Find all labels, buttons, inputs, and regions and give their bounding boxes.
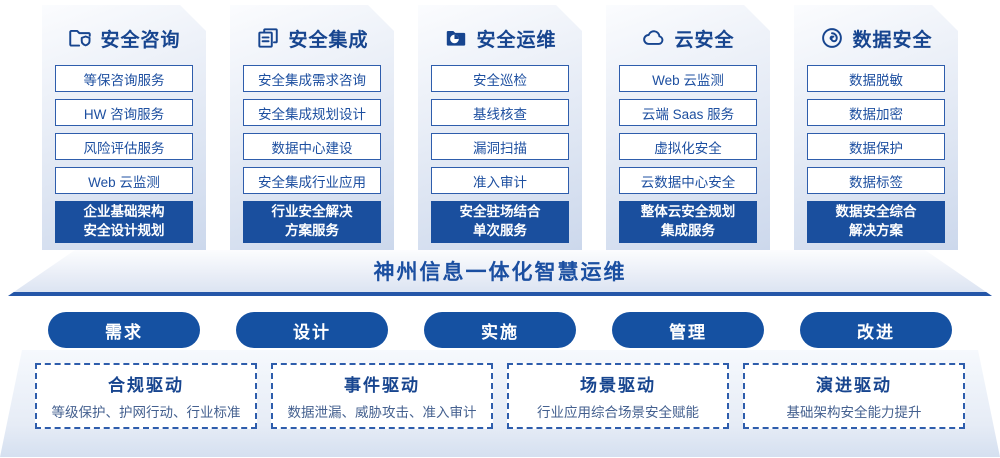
banner-title: 神州信息一体化智慧运维 [373, 261, 627, 284]
service-item: 数据标签 [807, 167, 945, 194]
service-item: 漏洞扫描 [431, 133, 569, 160]
folder-pie-icon [443, 25, 469, 51]
column-security-integration: 安全集成 安全集成需求咨询 安全集成规划设计 数据中心建设 安全集成行业应用 行… [230, 5, 394, 250]
column-header: 数据安全 [807, 22, 945, 54]
column-title: 数据安全 [852, 29, 933, 51]
service-item: 云端 Saas 服务 [619, 99, 757, 126]
service-item: Web 云监测 [55, 167, 193, 194]
service-item: 安全集成行业应用 [243, 167, 381, 194]
banner-bottom-edge [8, 292, 992, 296]
driver-desc: 行业应用综合场景安全赋能 [537, 405, 699, 420]
column-highlight: 企业基础架构 安全设计规划 [55, 201, 193, 243]
platform-banner: 神州信息一体化智慧运维 [8, 250, 992, 296]
column-data-security: 数据安全 数据脱敏 数据加密 数据保护 数据标签 数据安全综合 解决方案 [794, 5, 958, 250]
column-header: 安全运维 [431, 22, 569, 54]
column-header: 安全集成 [243, 22, 381, 54]
column-header: 安全咨询 [55, 22, 193, 54]
service-item: 安全集成规划设计 [243, 99, 381, 126]
process-step-design: 设计 [236, 312, 388, 348]
fingerprint-icon [819, 25, 845, 51]
documents-icon [255, 25, 281, 51]
service-item: 数据中心建设 [243, 133, 381, 160]
service-item: 云数据中心安全 [619, 167, 757, 194]
column-title: 云安全 [674, 29, 735, 51]
service-item: 基线核查 [431, 99, 569, 126]
folder-shield-icon [67, 25, 93, 51]
service-item: 数据保护 [807, 133, 945, 160]
service-item: 数据脱敏 [807, 65, 945, 92]
service-item: 等保咨询服务 [55, 65, 193, 92]
driver-scenario: 场景驱动 行业应用综合场景安全赋能 [507, 363, 729, 429]
driver-desc: 基础架构安全能力提升 [786, 405, 922, 420]
driver-boxes: 合规驱动 等级保护、护网行动、行业标准 事件驱动 数据泄漏、威胁攻击、准入审计 … [35, 363, 965, 429]
service-item: 安全集成需求咨询 [243, 65, 381, 92]
service-item: 数据加密 [807, 99, 945, 126]
column-title: 安全集成 [288, 29, 369, 51]
process-step-implementation: 实施 [424, 312, 576, 348]
driver-compliance: 合规驱动 等级保护、护网行动、行业标准 [35, 363, 257, 429]
driver-desc: 等级保护、护网行动、行业标准 [51, 405, 241, 420]
cloud-icon [641, 25, 667, 51]
process-steps: 需求 设计 实施 管理 改进 [48, 312, 952, 348]
column-highlight: 数据安全综合 解决方案 [807, 201, 945, 243]
driver-evolution: 演进驱动 基础架构安全能力提升 [743, 363, 965, 429]
service-item: Web 云监测 [619, 65, 757, 92]
service-item: 安全巡检 [431, 65, 569, 92]
column-title: 安全运维 [476, 29, 557, 51]
driver-title: 演进驱动 [816, 376, 892, 395]
driver-desc: 数据泄漏、威胁攻击、准入审计 [287, 405, 477, 420]
column-security-operations: 安全运维 安全巡检 基线核查 漏洞扫描 准入审计 安全驻场结合 单次服务 [418, 5, 582, 250]
service-item: 风险评估服务 [55, 133, 193, 160]
driver-incident: 事件驱动 数据泄漏、威胁攻击、准入审计 [271, 363, 493, 429]
driver-title: 场景驱动 [580, 376, 656, 395]
driver-title: 合规驱动 [108, 376, 184, 395]
column-highlight: 安全驻场结合 单次服务 [431, 201, 569, 243]
column-security-consulting: 安全咨询 等保咨询服务 HW 咨询服务 风险评估服务 Web 云监测 企业基础架… [42, 5, 206, 250]
column-cloud-security: 云安全 Web 云监测 云端 Saas 服务 虚拟化安全 云数据中心安全 整体云… [606, 5, 770, 250]
service-item: 准入审计 [431, 167, 569, 194]
service-item: HW 咨询服务 [55, 99, 193, 126]
process-step-management: 管理 [612, 312, 764, 348]
process-step-improvement: 改进 [800, 312, 952, 348]
driver-title: 事件驱动 [344, 376, 420, 395]
column-title: 安全咨询 [100, 29, 181, 51]
service-item: 虚拟化安全 [619, 133, 757, 160]
column-header: 云安全 [619, 22, 757, 54]
service-columns: 安全咨询 等保咨询服务 HW 咨询服务 风险评估服务 Web 云监测 企业基础架… [42, 5, 958, 250]
process-step-requirement: 需求 [48, 312, 200, 348]
column-highlight: 整体云安全规划 集成服务 [619, 201, 757, 243]
column-highlight: 行业安全解决 方案服务 [243, 201, 381, 243]
